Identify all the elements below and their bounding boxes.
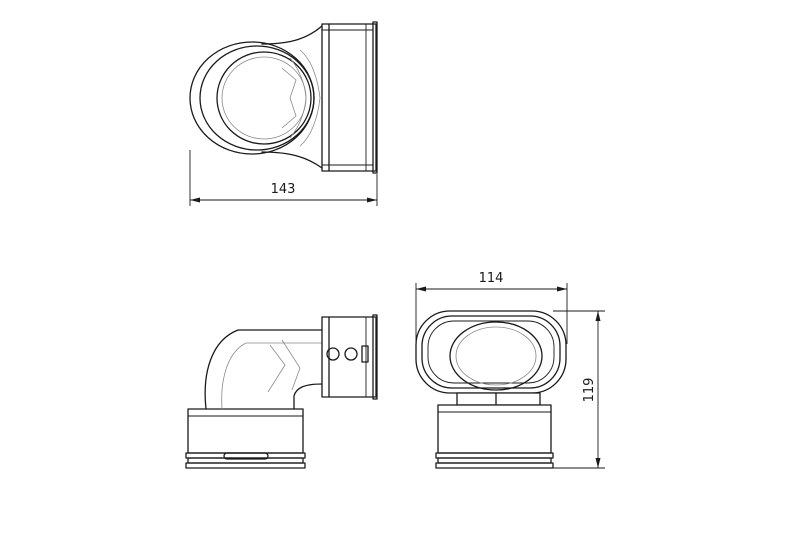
front-view — [415, 310, 567, 469]
dimension-114-label: 114 — [479, 271, 504, 286]
side-view — [185, 314, 378, 469]
dimension-119: 119 — [553, 310, 605, 469]
top-view — [189, 21, 378, 174]
dimension-119-label: 119 — [582, 378, 597, 403]
dimension-143: 143 — [189, 150, 378, 206]
dimension-114: 114 — [415, 271, 568, 344]
dimension-143-label: 143 — [271, 182, 296, 197]
